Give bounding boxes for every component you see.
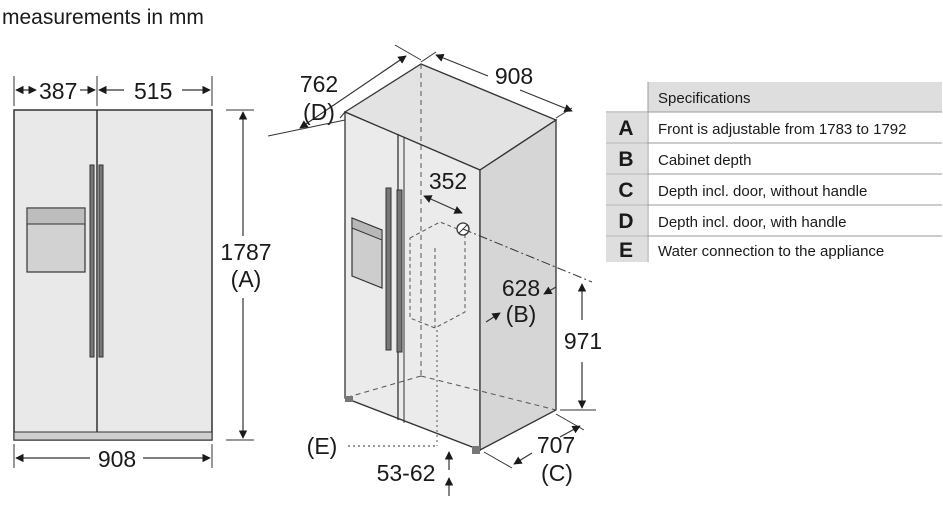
spec-key: D bbox=[618, 210, 633, 233]
dim-feet-range: 53-62 bbox=[377, 460, 436, 486]
dim-cabinet-depth-key: (B) bbox=[506, 301, 537, 327]
specs-header: Specifications bbox=[658, 90, 751, 107]
dim-depth-no-handle-key: (C) bbox=[541, 460, 573, 486]
spec-text: Cabinet depth bbox=[658, 152, 751, 169]
dim-water-height: 971 bbox=[564, 328, 602, 354]
spec-row: B Cabinet depth bbox=[606, 142, 942, 173]
iso-handle-left bbox=[385, 187, 392, 351]
spec-key: B bbox=[618, 148, 633, 171]
spec-row: C Depth incl. door, without handle bbox=[606, 173, 942, 204]
dim-cabinet-depth: 628 bbox=[502, 275, 540, 301]
door-handle-left bbox=[89, 164, 95, 358]
spec-text: Depth incl. door, without handle bbox=[658, 183, 867, 200]
page-title: measurements in mm bbox=[2, 6, 204, 29]
dim-right-width: 515 bbox=[134, 78, 172, 104]
dim-top-width: 908 bbox=[495, 63, 533, 89]
spec-key: E bbox=[619, 239, 633, 262]
door-handle-right bbox=[98, 164, 104, 358]
dim-depth-no-handle: 707 bbox=[537, 432, 575, 458]
spec-key: A bbox=[618, 117, 633, 140]
iso-view: 762 (D) 908 352 628 (B) 971 (E) 53-62 bbox=[267, 44, 602, 496]
front-view: 387 515 1787 (A) 908 bbox=[13, 76, 272, 472]
dim-depth-with-handle-key: (D) bbox=[303, 99, 335, 125]
dim-depth-with-handle: 762 bbox=[300, 71, 338, 97]
spec-row: D Depth incl. door, with handle bbox=[606, 204, 942, 235]
water-connection-key: (E) bbox=[307, 433, 338, 459]
spec-text: Depth incl. door, with handle bbox=[658, 214, 846, 231]
iso-handle-right bbox=[396, 189, 403, 353]
dim-height-key: (A) bbox=[231, 266, 262, 292]
specifications-table: Specifications A Front is adjustable fro… bbox=[606, 82, 942, 262]
spec-text: Water connection to the appliance bbox=[658, 243, 884, 260]
dim-left-width: 387 bbox=[39, 78, 77, 104]
dim-water-offset: 352 bbox=[429, 168, 467, 194]
spec-text: Front is adjustable from 1783 to 1792 bbox=[658, 121, 906, 138]
spec-key: C bbox=[618, 179, 633, 202]
dim-total-width: 908 bbox=[98, 446, 136, 472]
spec-row: E Water connection to the appliance bbox=[606, 235, 942, 262]
spec-row: A Front is adjustable from 1783 to 1792 bbox=[606, 111, 942, 142]
dim-height: 1787 bbox=[220, 239, 271, 265]
